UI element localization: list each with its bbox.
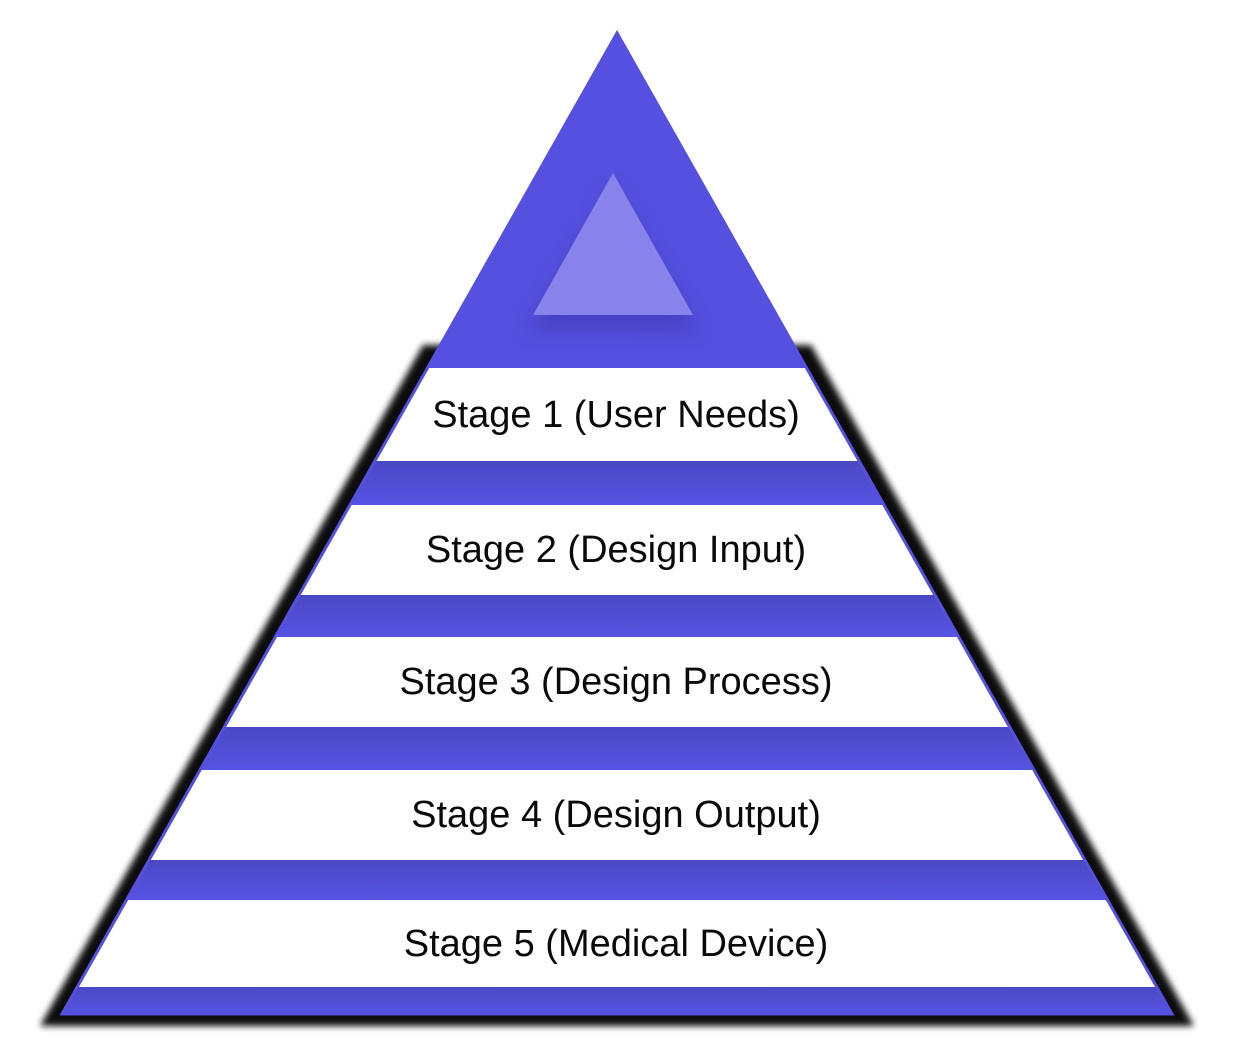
- stage-4-label: Stage 4 (Design Output): [411, 794, 821, 836]
- separator-strip-3: [62, 727, 1172, 770]
- stage-2-label: Stage 2 (Design Input): [426, 529, 806, 571]
- separator-strip-1: [62, 461, 1172, 505]
- pyramid-edge-outline: [59, 29, 1175, 1016]
- separator-strip-4: [62, 860, 1172, 900]
- stage-5-label: Stage 5 (Medical Device): [404, 923, 829, 965]
- stage-5-band: [62, 900, 1172, 987]
- stage-3-label: Stage 3 (Design Process): [400, 661, 833, 703]
- inner-triangle: [533, 173, 693, 315]
- stage-4-band: [62, 770, 1172, 860]
- separator-strip-2: [62, 595, 1172, 637]
- separator-strip-bottom: [62, 987, 1172, 1014]
- stage-1-label: Stage 1 (User Needs): [432, 394, 800, 436]
